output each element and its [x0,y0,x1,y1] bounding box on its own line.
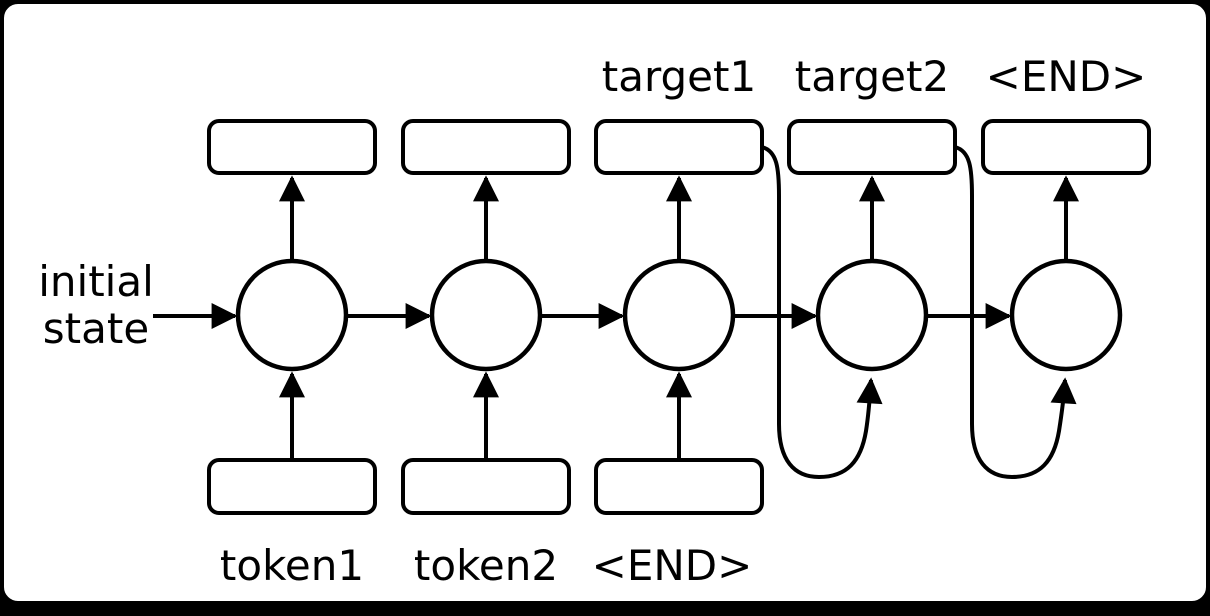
output-box-4 [787,119,957,175]
input-box-2 [401,458,571,515]
feedback-curve-2 [954,145,1077,480]
encoder-input-label-1: token1 [219,541,365,590]
rnn-cell-1 [235,258,349,372]
initial-state-line1: initial [38,257,154,306]
output-box-1 [207,119,377,175]
encoder-input-label-3: <END> [591,541,753,590]
rnn-cell-5 [1009,258,1123,372]
initial-state-line2: state [42,304,150,353]
output-box-3 [594,119,764,175]
decoder-output-label-3: <END> [985,52,1147,101]
input-box-3 [594,458,764,515]
decoder-output-label-1: target1 [601,52,757,101]
feedback-curve-1 [761,145,883,480]
decoder-output-label-2: target2 [794,52,950,101]
initial-state-label: initial state [16,258,176,352]
input-box-1 [207,458,377,515]
rnn-cell-4 [815,258,929,372]
encoder-input-label-2: token2 [413,541,559,590]
rnn-cell-2 [429,258,543,372]
output-box-2 [401,119,571,175]
output-box-5 [981,119,1151,175]
rnn-cell-3 [622,258,736,372]
